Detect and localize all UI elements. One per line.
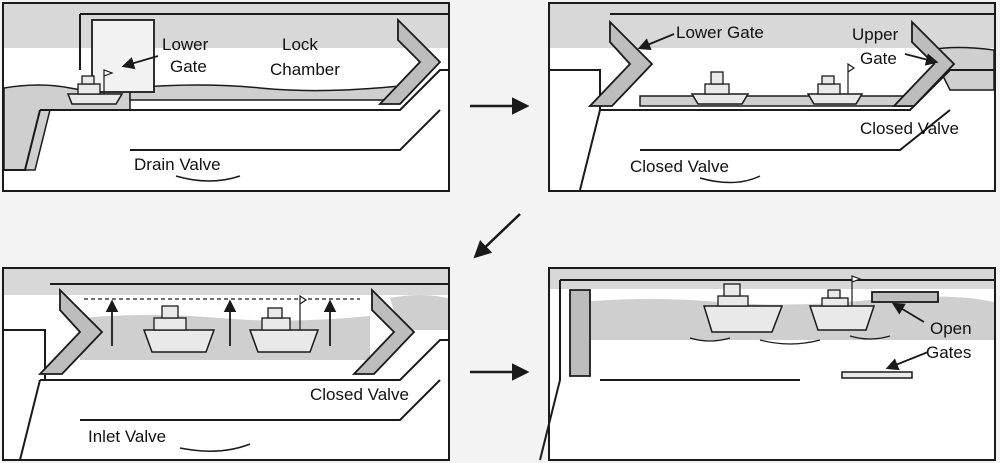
panel-1-sky xyxy=(4,4,448,48)
panel-2-upper-gate-pointer xyxy=(904,53,939,66)
panel-4-open-gates-label-2: Gates xyxy=(926,343,971,362)
panel-2-lower-gate xyxy=(587,19,654,107)
panel-2-closed-valve-left-label: Closed Valve xyxy=(630,157,729,176)
flow-arrow-down-left xyxy=(473,213,521,259)
panel-1-drain-valve-label: Drain Valve xyxy=(134,155,221,174)
panel-3-lower-gate xyxy=(37,287,104,375)
panel-4-water xyxy=(580,296,994,340)
panel-4-lower-gate-open xyxy=(569,289,591,377)
panel-3-chamber-water xyxy=(80,315,370,360)
panel-2-closed-valve-right-label: Closed Valve xyxy=(860,119,959,138)
panel-2-chamber-water xyxy=(639,95,911,107)
panel-3-upper-gate xyxy=(351,287,416,375)
panel-2-upper-gate xyxy=(891,19,956,107)
panel-2-upper-gate-label: Upper xyxy=(852,25,899,44)
panel-1: Lower Gate Lock Chamber Drain Valve xyxy=(2,2,450,192)
panel-4-ship-1 xyxy=(702,283,784,333)
panel-3-closed-valve-label: Closed Valve xyxy=(310,385,409,404)
panel-3: Closed Valve Inlet Valve xyxy=(2,267,450,461)
panel-2-upper-gate-label-2: Gate xyxy=(860,49,897,68)
panel-1-lock-structure xyxy=(4,13,448,171)
panel-4: Open Gates xyxy=(539,267,996,461)
panel-4-open-gates-pointer-1 xyxy=(891,302,925,323)
panel-3-ship-2 xyxy=(248,294,320,353)
panel-2-ship-1 xyxy=(690,71,750,105)
panel-1-lower-gate-label: Lower xyxy=(162,35,209,54)
panel-2: Lower Gate Upper Gate Closed Valve Close… xyxy=(548,2,996,192)
panel-4-lower-gate-floor xyxy=(841,371,913,379)
panel-2-lower-gate-label: Lower Gate xyxy=(676,23,764,42)
panel-3-lock-structure xyxy=(4,283,448,461)
panel-2-closed-valve-pointer xyxy=(699,175,761,184)
panel-1-lower-gate-pointer xyxy=(121,55,159,70)
panel-3-inlet-valve-label: Inlet Valve xyxy=(88,427,166,446)
panel-3-sky xyxy=(4,269,448,295)
panel-4-lock-structure xyxy=(539,279,994,461)
panel-1-lower-gate xyxy=(91,19,155,93)
panel-2-ship-2 xyxy=(806,62,864,105)
panel-4-open-gates-pointer-2 xyxy=(885,351,929,371)
panel-1-chamber-water xyxy=(129,84,401,101)
panel-1-lock-chamber-label: Lock xyxy=(282,35,318,54)
panel-3-ship-1 xyxy=(142,305,216,353)
panel-1-upper-gate xyxy=(377,17,442,105)
panel-1-ship xyxy=(66,69,124,105)
panel-1-lower-gate-label-2: Gate xyxy=(170,57,207,76)
panel-4-wake xyxy=(689,335,891,345)
panel-2-lower-gate-pointer xyxy=(637,33,675,50)
panel-1-drain-pointer xyxy=(175,175,241,182)
panel-1-lock-chamber-label-2: Chamber xyxy=(270,60,340,79)
panel-3-inlet-pointer xyxy=(179,443,251,452)
panel-4-upper-gate-open xyxy=(871,291,939,303)
panel-4-open-gates-label: Open xyxy=(930,319,972,338)
panel-4-ship-2 xyxy=(808,275,876,331)
